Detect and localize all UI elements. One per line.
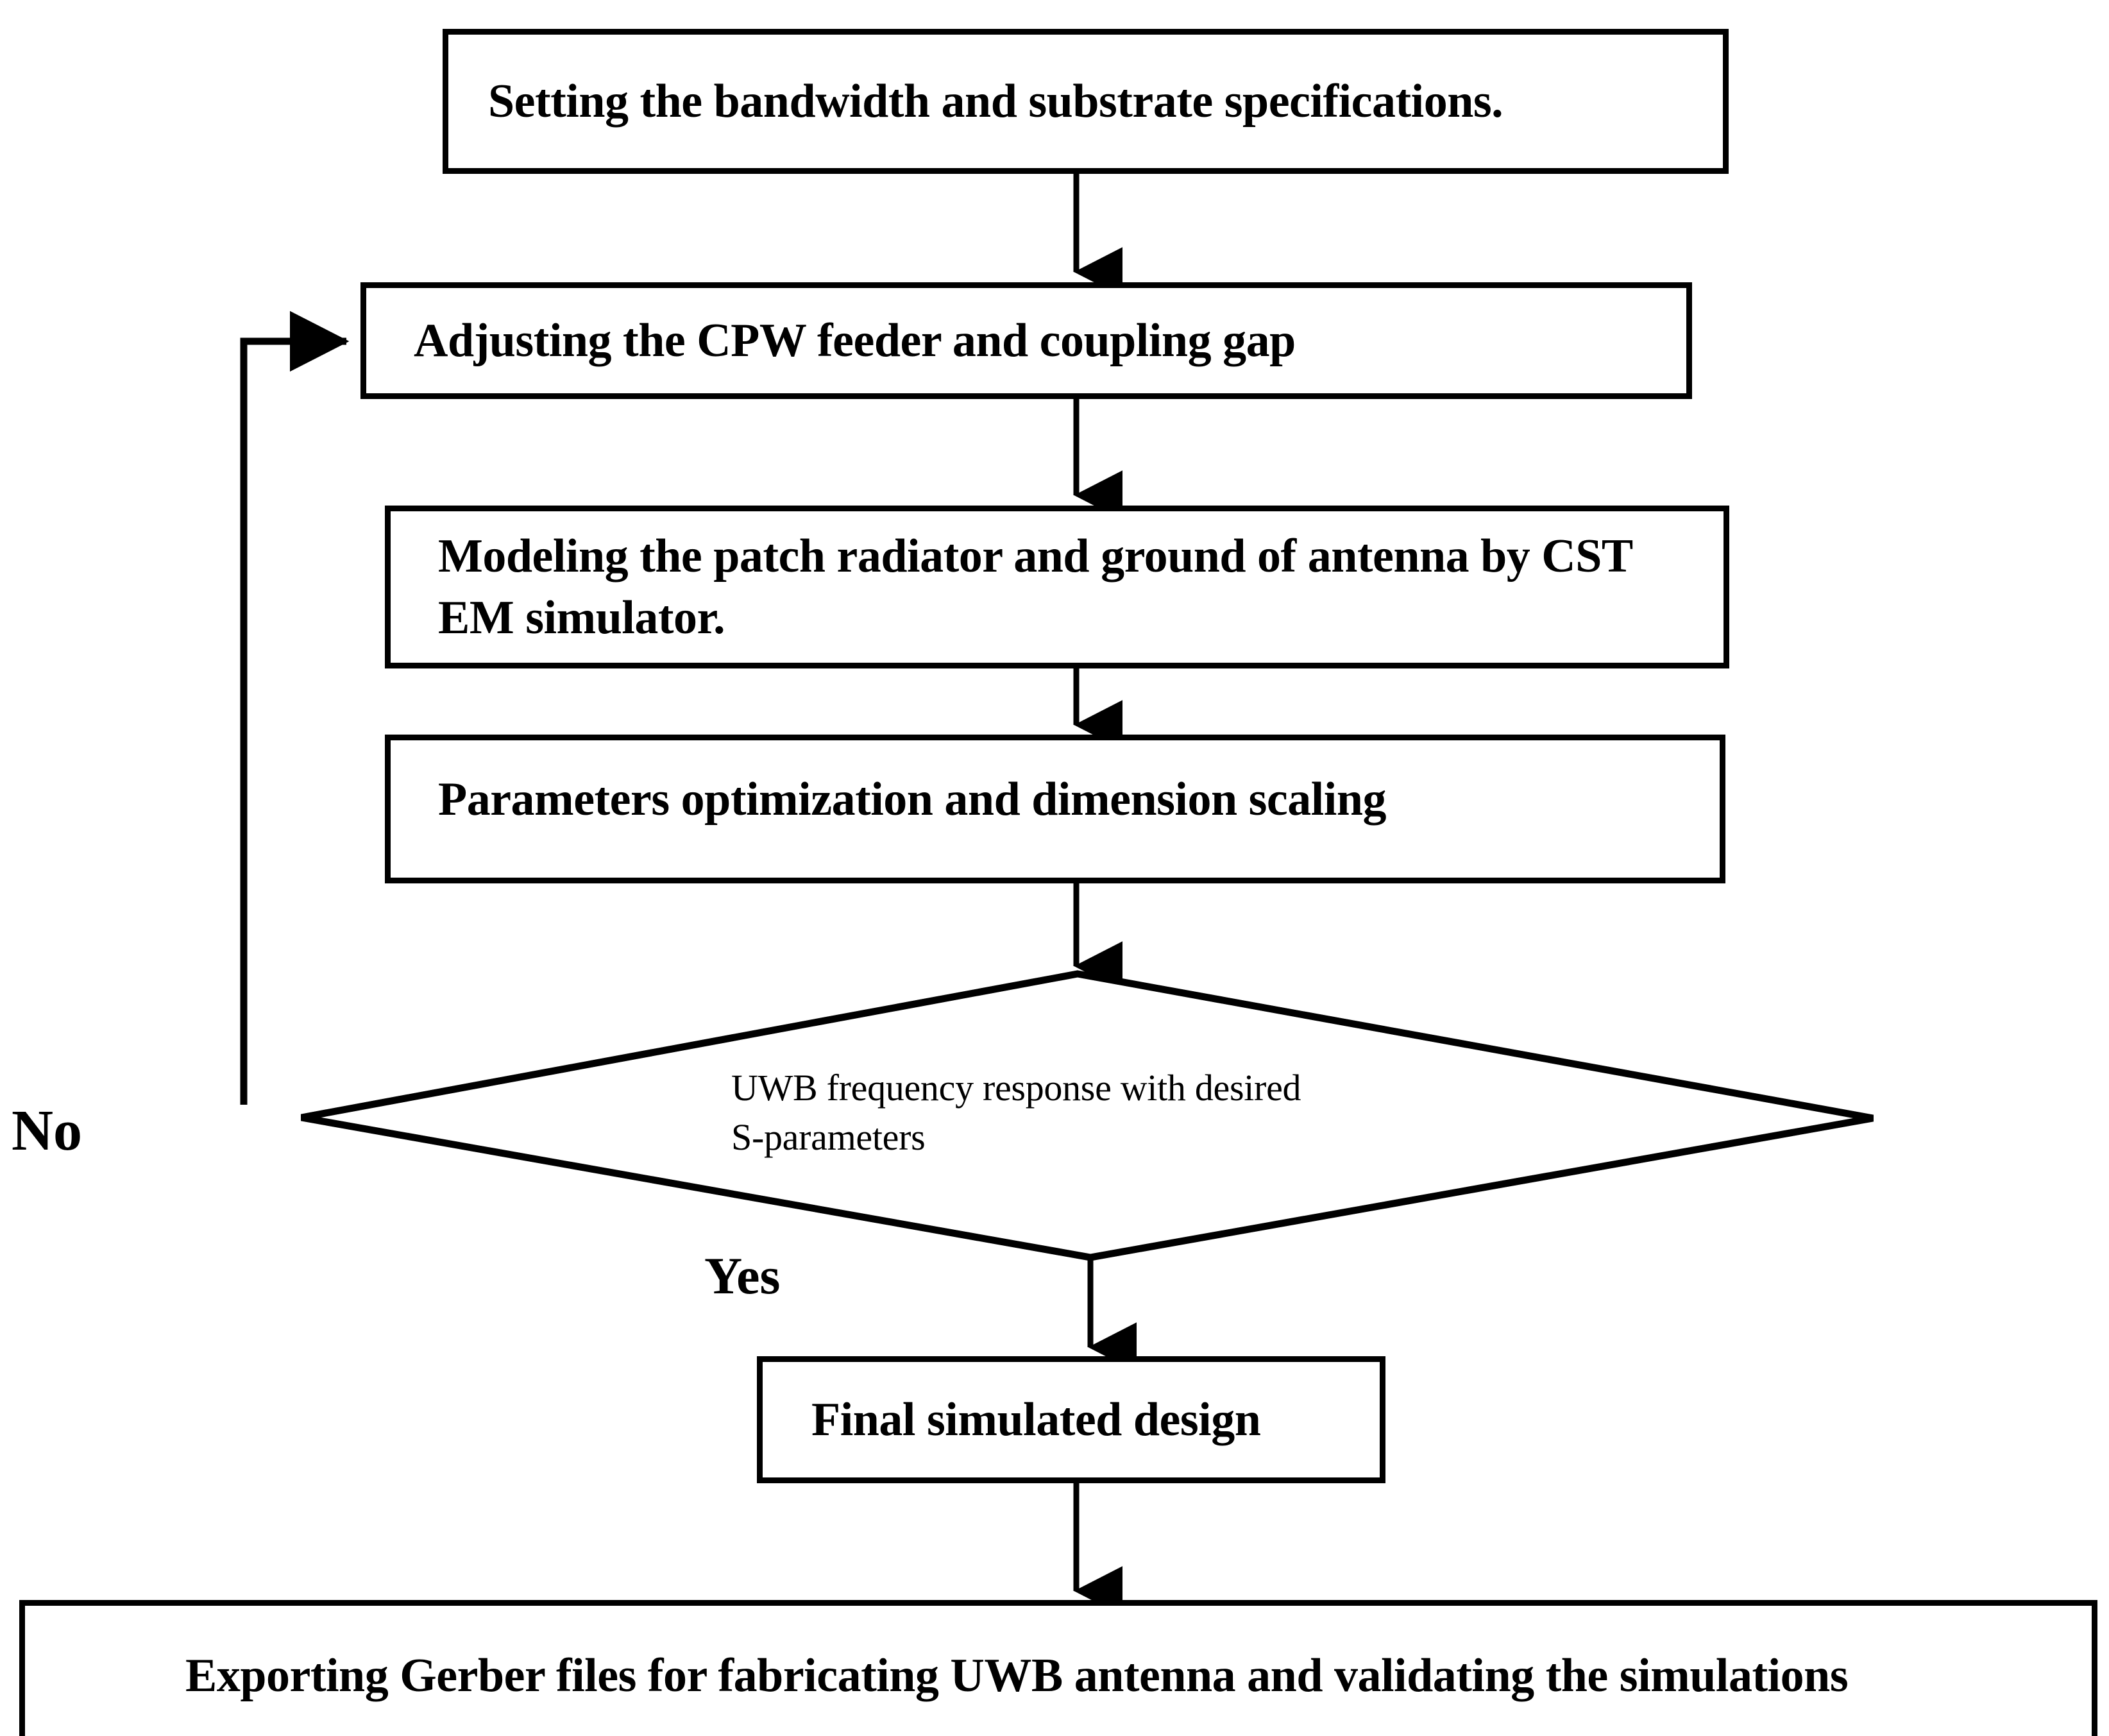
node-exporting-label: Exporting Gerber files for fabricating U…: [185, 1649, 1849, 1702]
node-setting-bandwidth: Setting the bandwidth and substrate spec…: [443, 29, 1729, 174]
node-final-label: Final simulated design: [811, 1393, 1261, 1446]
node-adjusting-label: Adjusting the CPW feeder and coupling ga…: [414, 314, 1296, 367]
node-parameters-optimization: Parameters optimization and dimension sc…: [385, 735, 1725, 883]
branch-label-yes: Yes: [704, 1247, 781, 1305]
node-decision-uwb-response: UWB frequency response with desired S-pa…: [731, 1064, 1629, 1162]
edge-decision-no-feedback: [240, 311, 350, 1105]
branch-label-no: No: [12, 1099, 82, 1162]
node-exporting-gerber: Exporting Gerber files for fabricating U…: [19, 1600, 2097, 1736]
node-adjusting-cpw: Adjusting the CPW feeder and coupling ga…: [360, 282, 1692, 399]
decision-label-line2: S-parameters: [731, 1116, 926, 1158]
node-modeling-label: Modeling the patch radiator and ground o…: [438, 529, 1632, 644]
node-modeling-patch: Modeling the patch radiator and ground o…: [385, 506, 1729, 668]
node-final-design: Final simulated design: [757, 1356, 1385, 1483]
node-parameters-label: Parameters optimization and dimension sc…: [438, 773, 1387, 826]
node-setting-label: Setting the bandwidth and substrate spec…: [488, 74, 1503, 128]
decision-label-line1: UWB frequency response with desired: [731, 1067, 1301, 1109]
